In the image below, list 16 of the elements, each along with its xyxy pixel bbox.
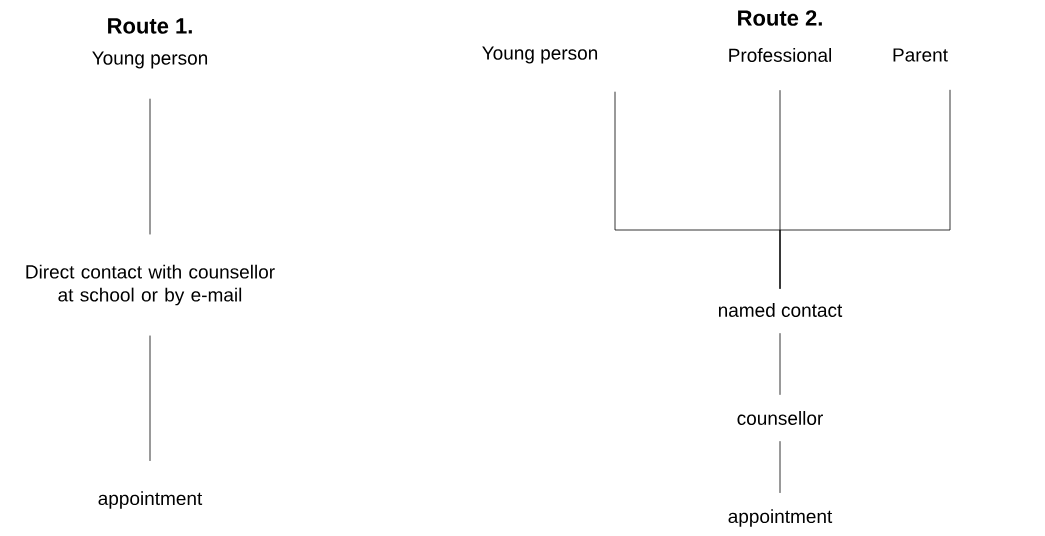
node-text: Parent [893,48,948,62]
node-text: appointment [98,491,203,509]
node-text: Professional [729,48,831,62]
node-text: Young person [92,51,208,69]
route-heading: Route 1. [108,18,192,34]
connector-line [149,98,151,235]
node-text: counsellor [737,411,823,425]
connector-line [779,440,781,494]
node-text: named contact [718,303,843,317]
node-text: Young person [482,46,598,64]
node-text: appointment [728,509,833,527]
route-heading: Route 2. [738,10,822,26]
connector-line [779,89,951,290]
connector-line [779,332,781,396]
connector-line [149,335,151,462]
node-text: Direct contact with counsellor at school or by e-mail [26,264,275,306]
